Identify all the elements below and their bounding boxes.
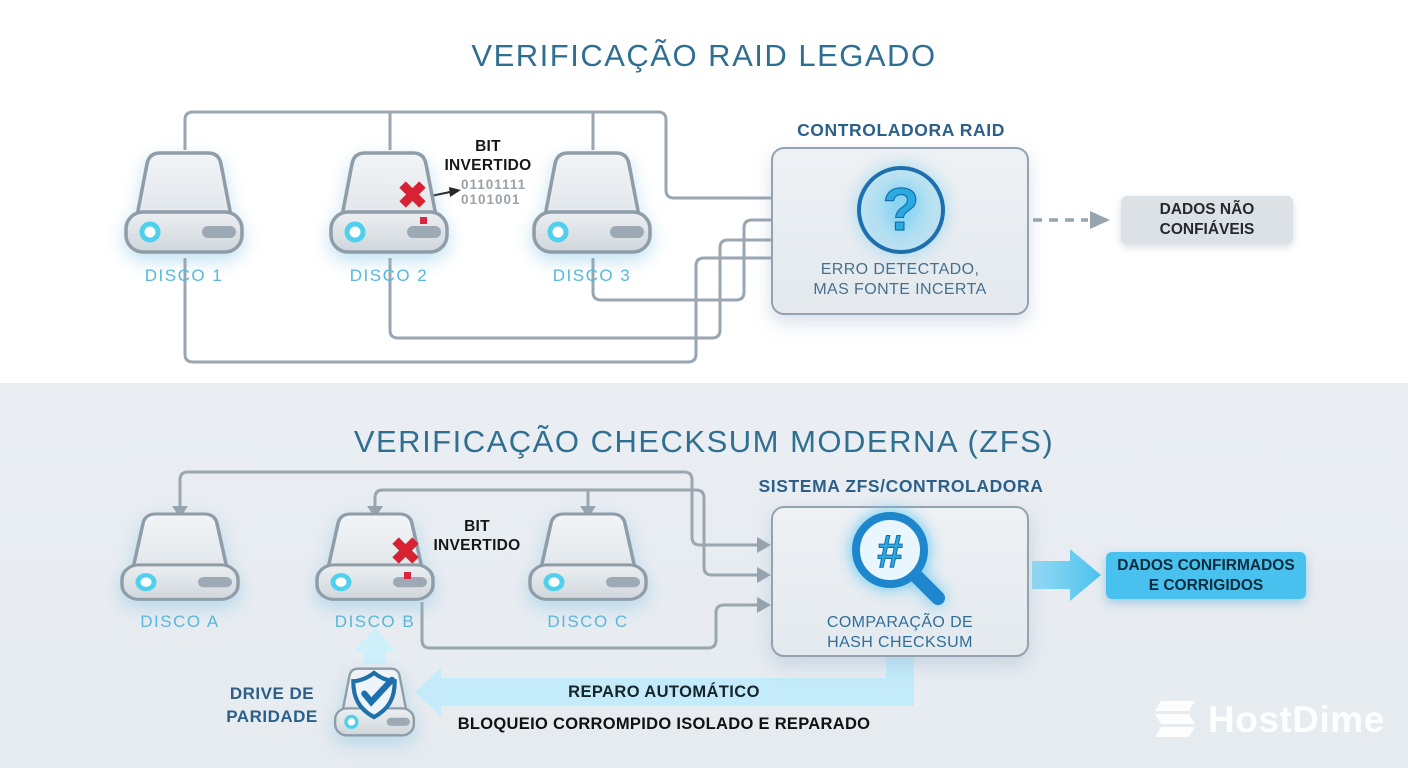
raid-controller-title: CONTROLADORA RAID [797, 120, 1005, 140]
modern-section-title: VERIFICAÇÃO CHECKSUM MODERNA (ZFS) [353, 424, 1055, 459]
error-x-icon: ✖ [390, 531, 422, 572]
disk-drive-icon-disco-a [110, 508, 250, 608]
repair-arrow-label: REPARO AUTOMÁTICO [568, 683, 760, 701]
disk-label-disco-a: DISCO A [140, 612, 220, 631]
error-x-icon: ✖ [397, 175, 429, 216]
disk-drive-icon-disco-1 [114, 146, 254, 262]
disk-drive-icon-disco-c [518, 508, 658, 608]
hostdime-logo: HostDime [1152, 698, 1385, 742]
raid-controller-caption: ERRO DETECTADO, MAS FONTE INCERTA [813, 261, 987, 298]
repair-caption: BLOQUEIO CORROMPIDO ISOLADO E REPARADO [457, 715, 871, 733]
untrusted-data-dashed-arrow [1033, 211, 1110, 229]
disk-label-disco-b: DISCO B [334, 612, 416, 631]
confirmed-data-box: DADOS CONFIRMADOS E CORRIGIDOS [1106, 552, 1306, 599]
disk-label-disco-3: DISCO 3 [552, 266, 632, 285]
hash-magnifier-icon: # [844, 504, 945, 605]
question-icon: ? [853, 162, 949, 258]
binary-string: 01101111 0101001 [461, 177, 527, 207]
hostdime-logo-icon [1155, 701, 1195, 737]
svg-text:?: ? [883, 176, 920, 243]
svg-text:#: # [877, 525, 903, 577]
hostdime-logo-text: HostDime [1208, 699, 1385, 740]
shield-check-icon [351, 670, 397, 720]
disk-label-disco-2: DISCO 2 [349, 266, 429, 285]
parity-drive-label: DRIVE DE PARIDADE [226, 684, 318, 726]
untrusted-data-box: DADOS NÃO CONFIÁVEIS [1121, 196, 1293, 244]
error-dot [404, 572, 411, 579]
zfs-caption: COMPARAÇÃO DE HASH CHECKSUM [826, 614, 974, 651]
error-dot [420, 217, 427, 224]
disk-label-disco-c: DISCO C [547, 612, 629, 631]
zfs-system-title: SISTEMA ZFS/CONTROLADORA [758, 476, 1044, 496]
bit-flip-label-legacy: BIT INVERTIDO [444, 138, 532, 174]
bit-flip-label-modern: BIT INVERTIDO [433, 518, 521, 554]
disk-label-disco-1: DISCO 1 [144, 266, 224, 285]
legacy-section-title: VERIFICAÇÃO RAID LEGADO [471, 38, 937, 73]
